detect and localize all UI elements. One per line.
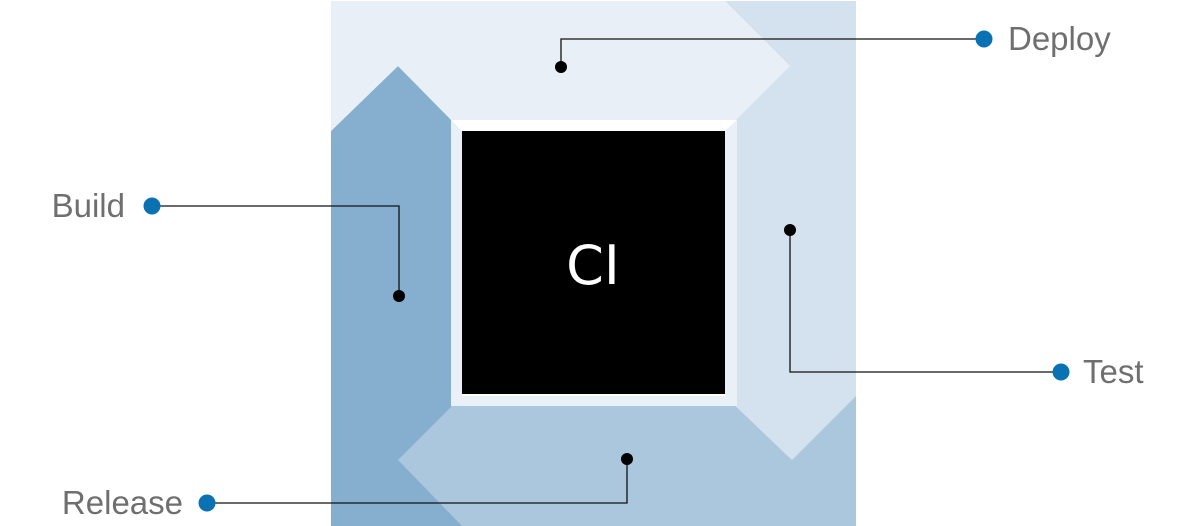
center-frame-bevel-left bbox=[451, 120, 462, 406]
test-label-dot bbox=[1052, 363, 1070, 381]
release-label: Release bbox=[62, 484, 183, 521]
release-marker-dot bbox=[621, 453, 633, 465]
test-label: Test bbox=[1083, 353, 1144, 390]
release-label-dot bbox=[198, 494, 216, 512]
build-leader-line bbox=[152, 205, 400, 296]
center-label: CI bbox=[566, 234, 620, 297]
deploy-leader-line bbox=[560, 38, 984, 67]
build-marker-dot bbox=[393, 290, 405, 302]
test-marker-dot bbox=[784, 224, 796, 236]
deploy-label: Deploy bbox=[1008, 20, 1111, 57]
deploy-label-dot bbox=[975, 30, 993, 48]
center-frame-inner bbox=[451, 120, 737, 131]
center-frame-bevel-right bbox=[725, 120, 737, 406]
test-leader-line bbox=[789, 230, 1061, 373]
deploy-marker-dot bbox=[555, 61, 567, 73]
build-label-dot bbox=[143, 197, 161, 215]
center-block bbox=[462, 131, 725, 394]
build-label: Build bbox=[52, 187, 125, 224]
release-leader-line bbox=[207, 459, 628, 504]
center-frame-bevel-bottom bbox=[451, 396, 737, 406]
